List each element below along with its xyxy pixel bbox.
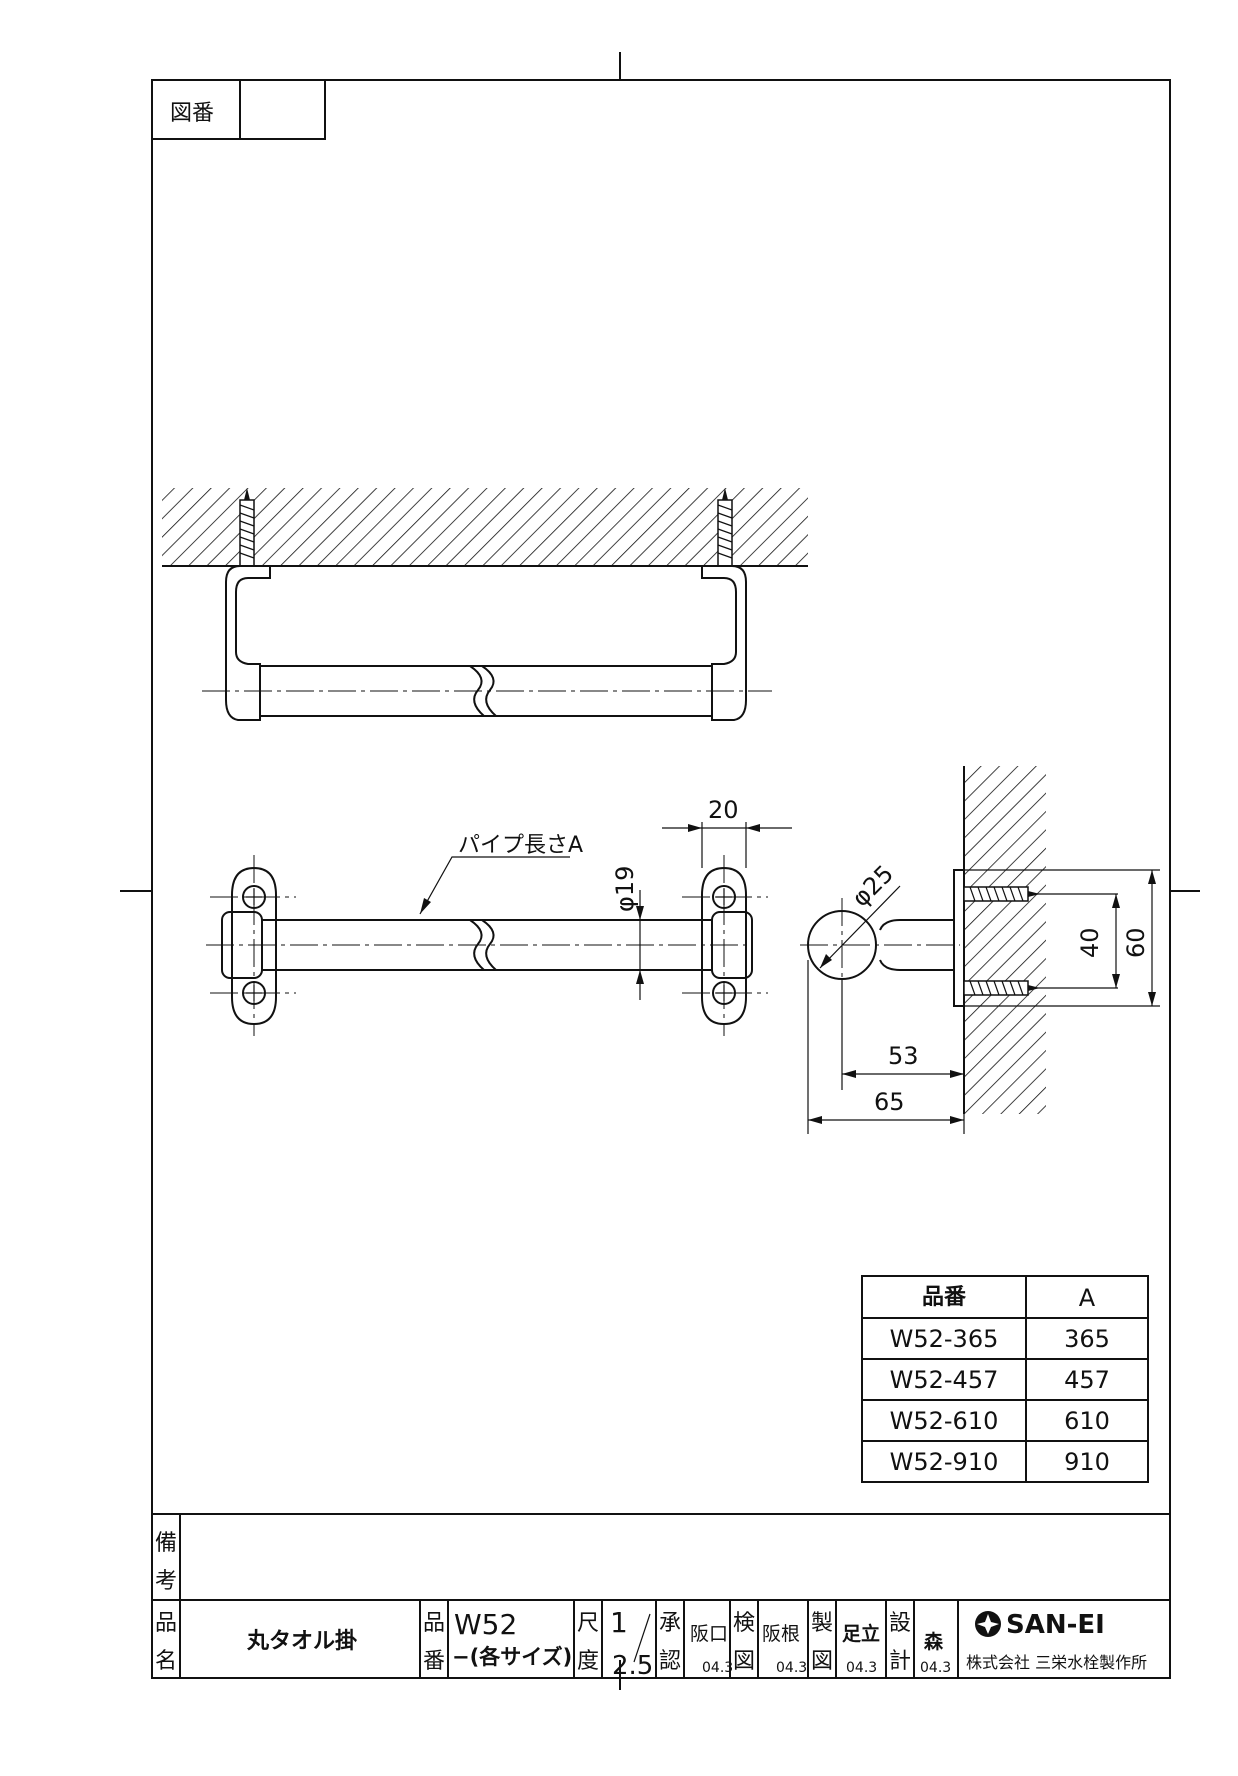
wall-hatch [964, 766, 1046, 1114]
drawing-number-label: 図番 [170, 101, 214, 126]
product-name: 丸タオル掛 [246, 1629, 357, 1654]
product-name-label-2: 名 [155, 1649, 177, 1674]
company-name: 株式会社 三栄水栓製作所 [966, 1653, 1147, 1672]
product-no-label-1: 品 [423, 1611, 445, 1636]
approve-date: 04.3 [702, 1660, 733, 1676]
table-cell: 457 [1064, 1366, 1110, 1394]
remarks-label-2: 考 [155, 1569, 177, 1594]
draw-label-2: 図 [811, 1649, 833, 1674]
table-cell: W52-910 [890, 1448, 999, 1476]
left-bracket [225, 565, 271, 721]
check-label-2: 図 [733, 1649, 755, 1674]
ceiling-screw-left [239, 488, 255, 567]
scale-denominator: 2.5 [612, 1651, 653, 1681]
plan-view: パイプ長さA φ19 20 [206, 796, 792, 1036]
dim-20-label: 20 [708, 796, 739, 824]
size-table: 品番 A W52-365 365 W52-457 457 W52-610 610… [861, 1275, 1149, 1483]
table-cell: 610 [1064, 1407, 1110, 1435]
product-no-label-2: 番 [423, 1649, 445, 1674]
dim-40-label: 40 [1076, 927, 1104, 958]
product-no-sub: −(各サイズ) [452, 1645, 572, 1669]
dim-60-label: 60 [1122, 927, 1150, 958]
scale-label-1: 尺 [577, 1611, 599, 1636]
left-flange [210, 855, 296, 1036]
scale-label-2: 度 [577, 1649, 599, 1674]
table-cell: 910 [1064, 1448, 1110, 1476]
table-cell: W52-457 [890, 1366, 999, 1394]
logo-text: SAN-EI [1006, 1610, 1105, 1640]
approve-label-2: 認 [659, 1649, 681, 1674]
ceiling-hatch [162, 488, 808, 566]
approve-label-1: 承 [659, 1611, 681, 1636]
table-header-part-no: 品番 [922, 1285, 967, 1310]
check-label-1: 検 [733, 1611, 755, 1636]
draw-date: 04.3 [846, 1660, 877, 1676]
right-flange [682, 855, 768, 1036]
check-date: 04.3 [776, 1660, 807, 1676]
design-label-2: 計 [889, 1649, 911, 1674]
check-signature: 阪根 [762, 1623, 800, 1645]
wall-screw-bottom [963, 980, 1040, 996]
table-cell: 365 [1064, 1325, 1110, 1353]
centering-marks [120, 52, 1200, 1690]
table-cell: W52-610 [890, 1407, 999, 1435]
draw-signature: 足立 [842, 1622, 880, 1645]
dia-19-label: φ19 [611, 866, 639, 912]
scale-numerator: 1 [610, 1606, 628, 1639]
dim-53-label: 53 [888, 1042, 919, 1070]
right-bracket [701, 565, 747, 721]
draw-label-1: 製 [811, 1611, 833, 1636]
design-signature: 森 [924, 1630, 944, 1653]
title-block: 備 考 品 名 丸タオル掛 品 番 W52 −(各サイズ) 尺 度 1 2.5 … [152, 1513, 1170, 1681]
wall-screw-top [963, 886, 1040, 902]
ceiling-screw-right [717, 488, 733, 567]
table-header-a: A [1079, 1284, 1096, 1312]
pipe-length-label: パイプ長さA [458, 833, 583, 858]
dia-25-label: φ25 [846, 860, 899, 913]
remarks-label-1: 備 [155, 1531, 177, 1556]
dim-65-label: 65 [874, 1088, 905, 1116]
design-date: 04.3 [920, 1660, 951, 1676]
design-label-1: 設 [889, 1611, 911, 1636]
table-cell: W52-365 [890, 1325, 999, 1353]
drawing-number-box: 図番 [151, 79, 326, 140]
side-view: φ25 40 60 53 65 [800, 766, 1160, 1134]
product-no: W52 [454, 1608, 517, 1641]
product-name-label-1: 品 [155, 1611, 177, 1636]
san-ei-logo: SAN-EI [975, 1610, 1105, 1640]
drawing-frame [151, 79, 1171, 1679]
front-view [162, 488, 808, 721]
approve-signature: 阪口 [690, 1623, 728, 1645]
